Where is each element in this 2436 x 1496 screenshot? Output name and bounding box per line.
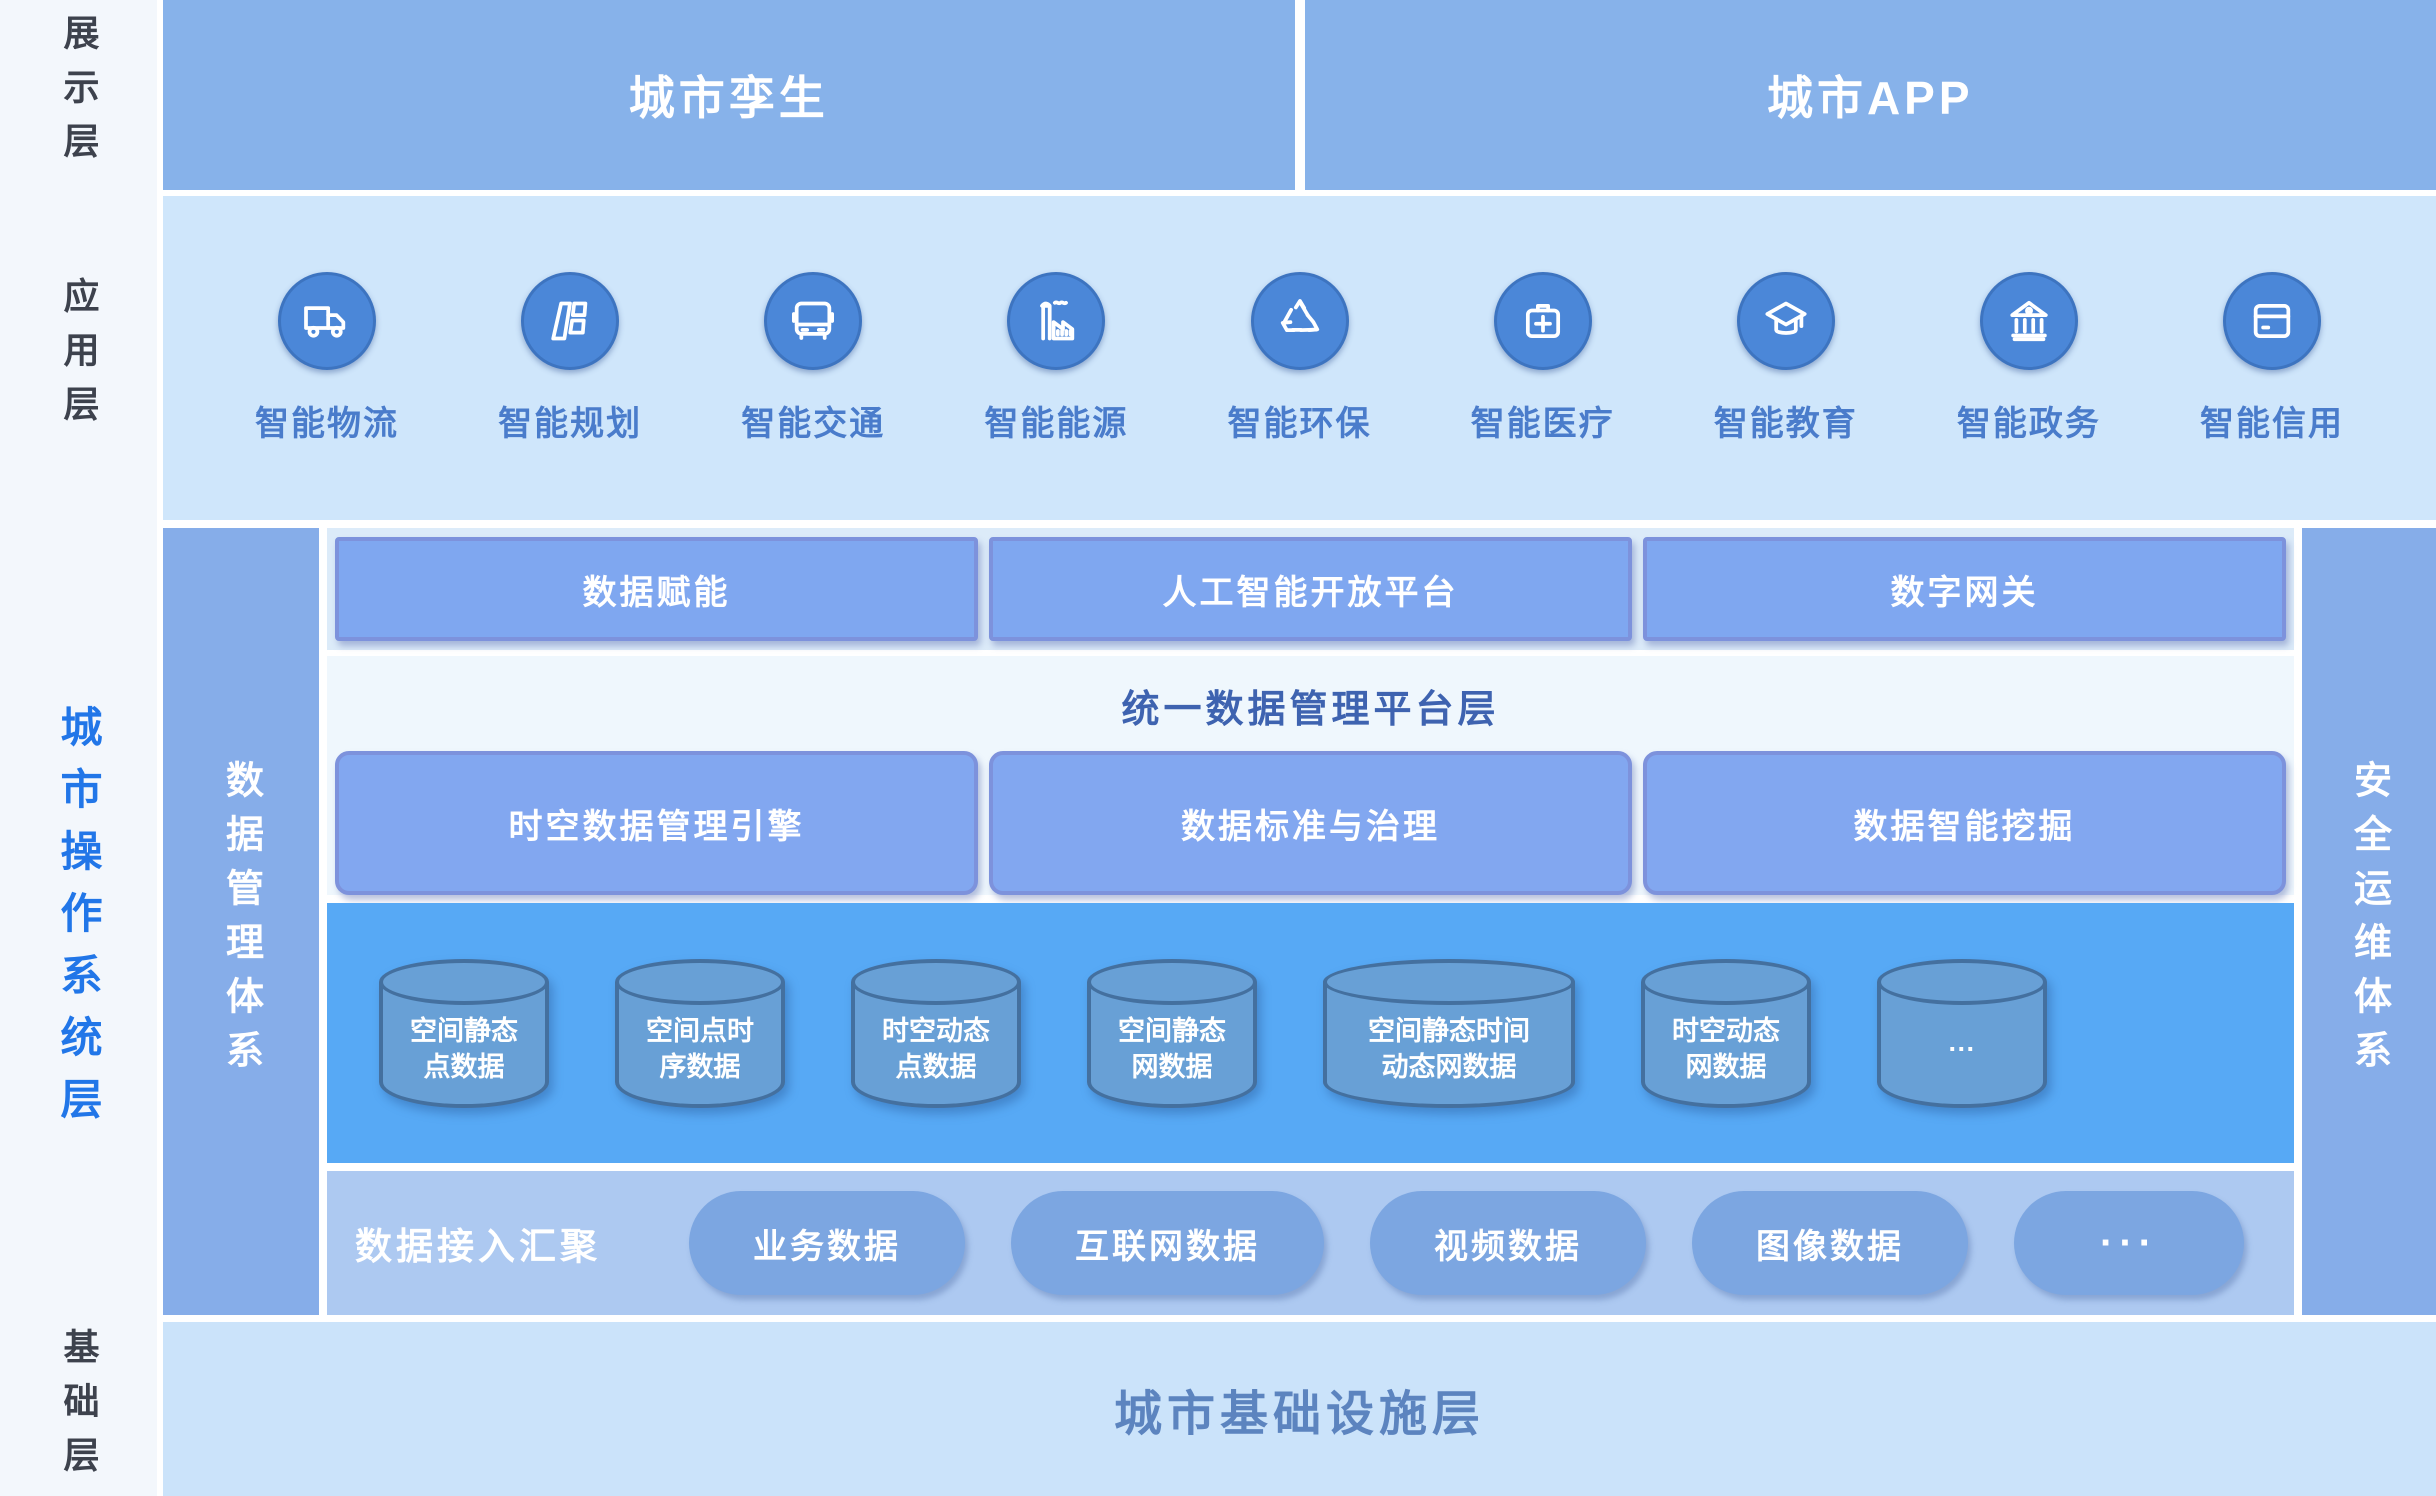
cylinder-top bbox=[851, 958, 1021, 1005]
app-item-label: 智能医疗 bbox=[1470, 404, 1615, 443]
cylinder-top bbox=[615, 958, 785, 1005]
database-cylinder: 空间静态 网数据 bbox=[1087, 958, 1257, 1108]
unified-data-platform-zone: 统一数据管理平台层 时空数据管理引擎 数据标准与治理 数据智能挖掘 bbox=[327, 656, 2294, 895]
platform-box-data-standards: 数据标准与治理 bbox=[989, 751, 1632, 895]
data-access-zone: 数据接入汇聚 业务数据 互联网数据 视频数据 图像数据 ··· bbox=[327, 1171, 2294, 1315]
cylinder-label-line1: 空间静态时间 bbox=[1368, 1015, 1530, 1046]
platform-title: 统一数据管理平台层 bbox=[1121, 689, 1500, 731]
app-item-traffic: 智能交通 bbox=[741, 271, 886, 445]
data-pill-row: 业务数据 互联网数据 视频数据 图像数据 ··· bbox=[689, 1191, 2244, 1295]
app-item-label: 智能能源 bbox=[984, 404, 1129, 443]
medical-kit-icon bbox=[1493, 271, 1592, 370]
cylinder-label-line2: 点数据 bbox=[423, 1051, 505, 1082]
database-cylinder: 空间静态 点数据 bbox=[379, 958, 549, 1108]
rail-label-os-layer: 城市操作系统层 bbox=[0, 528, 157, 1315]
display-layer-text: 展示层 bbox=[58, 14, 100, 176]
database-cylinder: 时空动态 网数据 bbox=[1641, 958, 1811, 1108]
rail-label-base-layer: 基础层 bbox=[0, 1322, 157, 1496]
rail-label-application-layer: 应用层 bbox=[0, 196, 157, 520]
capability-box-digital-gateway: 数字网关 bbox=[1643, 537, 2286, 641]
platform-box-spatiotemporal-engine: 时空数据管理引擎 bbox=[335, 751, 978, 895]
city-app-panel: 城市APP bbox=[1304, 0, 2436, 190]
cylinder-top bbox=[1641, 958, 1811, 1005]
pill-internet-data: 互联网数据 bbox=[1011, 1191, 1324, 1295]
layer-rail bbox=[0, 0, 157, 1496]
cylinder-label-line1: 时空动态 bbox=[882, 1015, 990, 1046]
app-item-environment: 智能环保 bbox=[1227, 271, 1372, 445]
app-item-logistics: 智能物流 bbox=[255, 271, 399, 445]
os-content: 数据赋能 人工智能开放平台 数字网关 统一数据管理平台层 时空数据管理引擎 数据… bbox=[327, 528, 2294, 1315]
cylinder-label-line1: 时空动态 bbox=[1672, 1015, 1780, 1046]
rail-label-display-layer: 展示层 bbox=[0, 0, 157, 190]
cylinder-label-line2: 动态网数据 bbox=[1381, 1051, 1517, 1082]
banner-divider bbox=[1294, 0, 1305, 190]
pill-video-data: 视频数据 bbox=[1370, 1191, 1646, 1295]
city-infrastructure-banner: 城市基础设施层 bbox=[163, 1322, 2436, 1496]
app-item-medical: 智能医疗 bbox=[1470, 271, 1615, 445]
database-zone: 空间静态 点数据 空间点时 序数据 时空动态 点数据 bbox=[327, 903, 2294, 1163]
bus-icon bbox=[764, 271, 863, 370]
data-access-label: 数据接入汇聚 bbox=[355, 1226, 601, 1267]
application-layer-row: 智能物流 智能规划 智能交通 智能能源 智能环保 bbox=[163, 196, 2436, 520]
government-icon bbox=[1979, 271, 2078, 370]
os-layer-text: 城市操作系统层 bbox=[55, 704, 102, 1139]
app-item-label: 智能交通 bbox=[741, 404, 886, 443]
cylinder-label-line2: 网数据 bbox=[1131, 1051, 1213, 1082]
database-cylinder: 空间静态时间 动态网数据 bbox=[1323, 958, 1575, 1108]
capability-row: 数据赋能 人工智能开放平台 数字网关 bbox=[327, 528, 2294, 650]
factory-icon bbox=[1007, 271, 1106, 370]
app-item-label: 智能信用 bbox=[2200, 404, 2344, 443]
security-operations-bar: 安全运维体系 bbox=[2302, 528, 2436, 1315]
app-item-label: 智能规划 bbox=[498, 404, 643, 443]
city-os-layer: 数据管理体系 数据赋能 人工智能开放平台 数字网关 统一数据管理平台层 时空数据… bbox=[163, 528, 2436, 1315]
pill-business-data: 业务数据 bbox=[689, 1191, 965, 1295]
graduation-cap-icon bbox=[1736, 271, 1835, 370]
cylinder-label-line2: 点数据 bbox=[895, 1051, 977, 1082]
cylinder-label-line2: 网数据 bbox=[1685, 1051, 1767, 1082]
city-infrastructure-text: 城市基础设施层 bbox=[1113, 1388, 1485, 1441]
base-layer-text: 基础层 bbox=[58, 1328, 100, 1490]
capability-box-ai-open-platform: 人工智能开放平台 bbox=[989, 537, 1632, 641]
app-item-label: 智能物流 bbox=[255, 404, 399, 443]
capability-box-data-empowerment: 数据赋能 bbox=[335, 537, 978, 641]
cylinder-label-line1: 空间点时 bbox=[646, 1015, 754, 1046]
cylinder-top bbox=[1323, 958, 1575, 1005]
database-cylinder: 空间点时 序数据 bbox=[615, 958, 785, 1108]
data-management-system-text: 数据管理体系 bbox=[219, 759, 262, 1084]
platform-box-data-mining: 数据智能挖掘 bbox=[1643, 751, 2286, 895]
truck-icon bbox=[278, 271, 376, 370]
app-item-education: 智能教育 bbox=[1713, 271, 1858, 445]
app-item-label: 智能环保 bbox=[1227, 404, 1372, 443]
platform-row: 时空数据管理引擎 数据标准与治理 数据智能挖掘 bbox=[327, 751, 2294, 895]
recycle-icon bbox=[1250, 271, 1349, 370]
cylinder-top bbox=[379, 958, 549, 1005]
pill-more-data: ··· bbox=[2014, 1191, 2244, 1295]
app-item-credit: 智能信用 bbox=[2200, 271, 2344, 445]
database-cylinder: 时空动态 点数据 bbox=[851, 958, 1021, 1108]
cylinder-top bbox=[1877, 958, 2047, 1005]
app-item-label: 智能政务 bbox=[1956, 404, 2101, 443]
database-cylinder-more: ··· bbox=[1877, 958, 2047, 1108]
cylinder-label-line1: 空间静态 bbox=[1118, 1015, 1226, 1046]
app-item-energy: 智能能源 bbox=[984, 271, 1129, 445]
pill-image-data: 图像数据 bbox=[1692, 1191, 1968, 1295]
cylinder-body: 空间静态 点数据 bbox=[379, 981, 549, 1108]
planning-icon bbox=[521, 271, 620, 370]
cylinder-label-line1: ··· bbox=[1948, 1033, 1976, 1064]
cylinder-label-line2: 序数据 bbox=[659, 1051, 741, 1082]
security-operations-text: 安全运维体系 bbox=[2347, 759, 2390, 1084]
city-twin-panel: 城市孪生 bbox=[163, 0, 1295, 190]
cylinder-top bbox=[1087, 958, 1257, 1005]
cylinder-label-line1: 空间静态 bbox=[410, 1015, 518, 1046]
data-management-system-bar: 数据管理体系 bbox=[163, 528, 319, 1315]
app-item-planning: 智能规划 bbox=[498, 271, 643, 445]
app-item-label: 智能教育 bbox=[1713, 404, 1858, 443]
credit-card-icon bbox=[2223, 271, 2321, 370]
display-layer-banner: 城市孪生 城市APP bbox=[163, 0, 2436, 190]
app-item-government: 智能政务 bbox=[1956, 271, 2101, 445]
application-layer-text: 应用层 bbox=[58, 277, 100, 439]
